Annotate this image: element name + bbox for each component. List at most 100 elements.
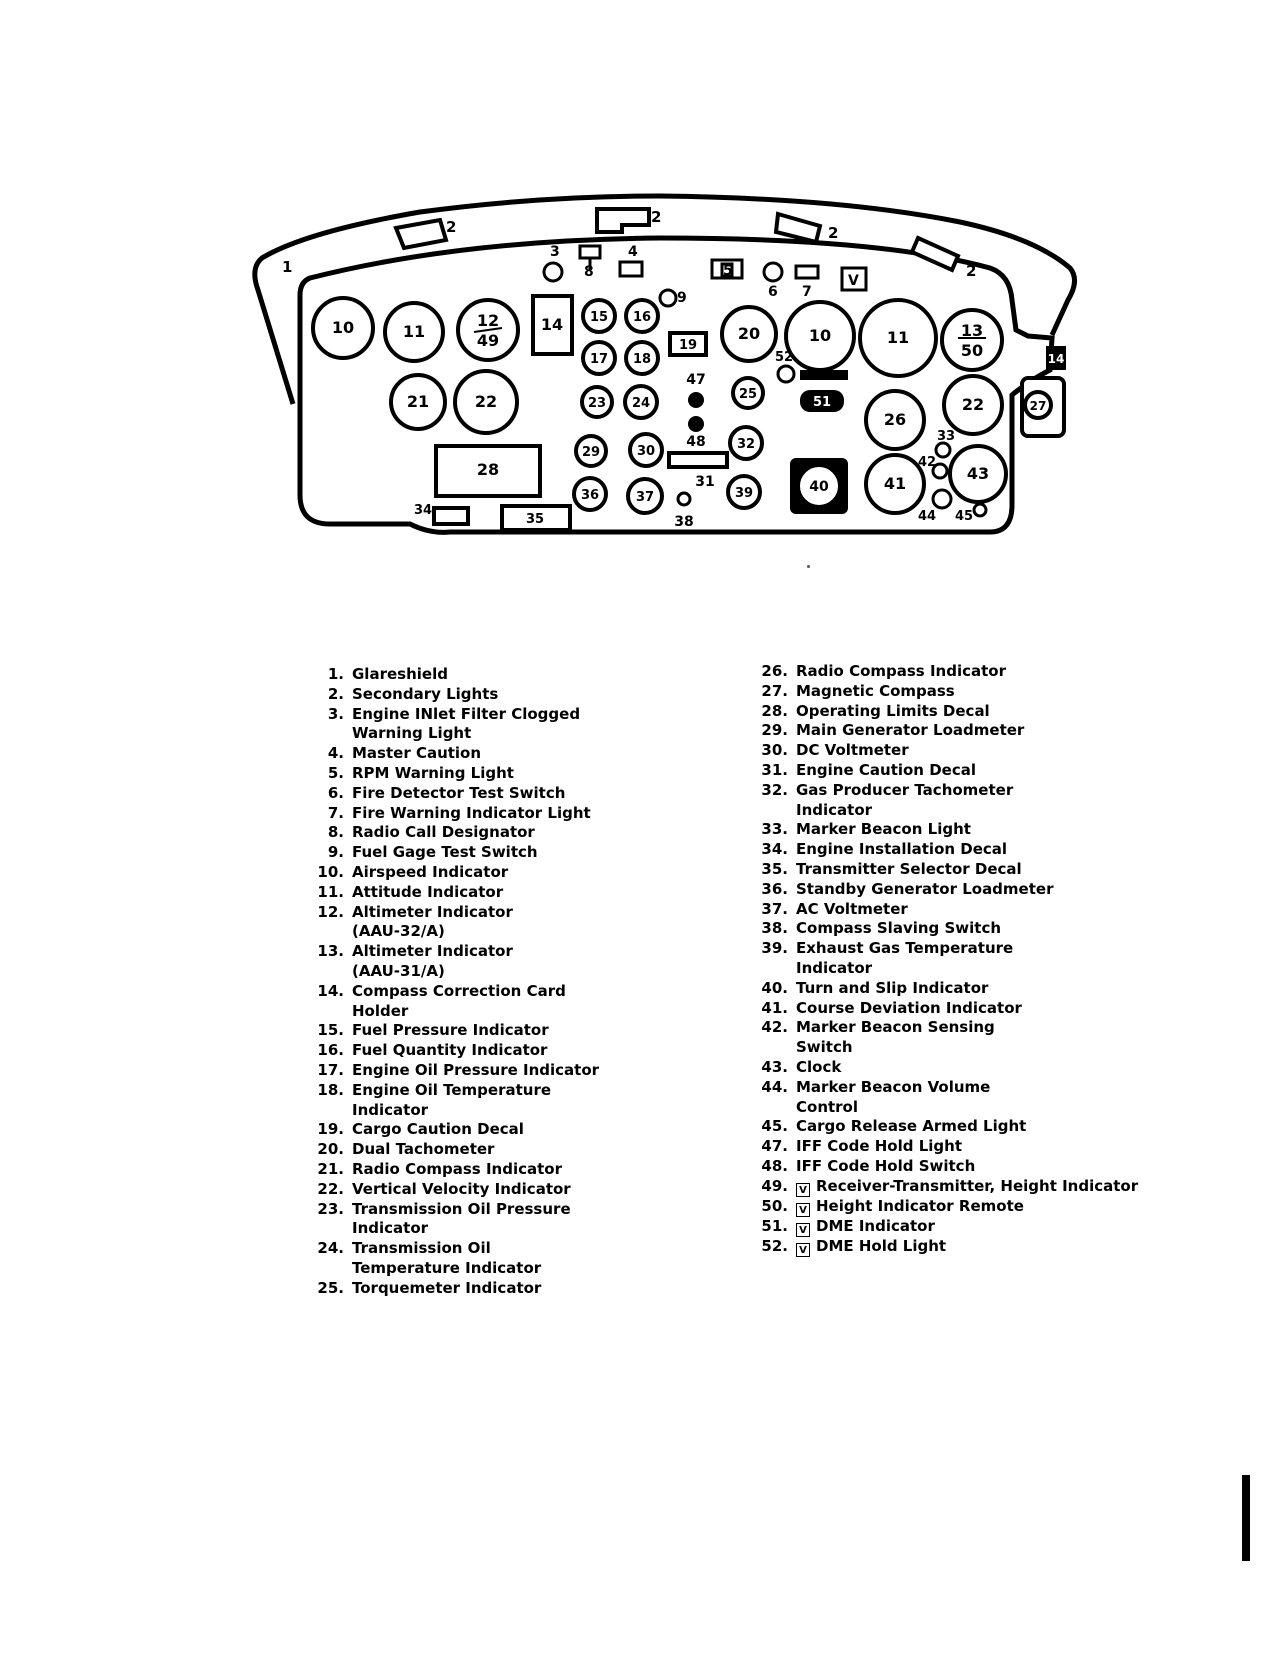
legend-line: Radio Compass Indicator [352, 1159, 562, 1178]
legend-number: 15. [317, 1021, 344, 1040]
legend-number: 43. [761, 1057, 788, 1076]
legend-line: Transmission Oil [352, 1239, 491, 1258]
label-51: 51 [813, 395, 831, 410]
iff-code-hold-light [688, 392, 704, 408]
legend-item: 4.Master Caution [300, 744, 720, 764]
legend-line: Radio Call Designator [352, 823, 535, 842]
label-18: 18 [633, 352, 651, 367]
legend-text: DC Voltmeter [796, 741, 909, 761]
legend-item: 25. Torquemeter Indicator [300, 1279, 720, 1299]
legend-number: 48. [761, 1156, 788, 1175]
callout-3: 3 [550, 244, 560, 260]
instrument-panel-diagram: 2 2 2 2 1 3 8 4 5 6 7 V 9 [252, 193, 1077, 535]
legend-item: 2.Secondary Lights [300, 685, 720, 705]
dme-indicator [800, 390, 844, 412]
legend-line: Altimeter Indicator [352, 902, 513, 921]
legend-line: Magnetic Compass [796, 681, 955, 700]
legend-item: 5.RPM Warning Light [300, 764, 720, 784]
legend-number: 34. [761, 840, 788, 859]
legend-item: 37.AC Voltmeter [744, 900, 1184, 920]
legend-line: DME Hold Light [816, 1236, 947, 1255]
callout-v: V [848, 273, 859, 289]
v-box [840, 266, 868, 292]
transmitter-selector-decal [500, 504, 572, 532]
callout-2b: 2 [651, 208, 661, 226]
legend-line: Airspeed Indicator [352, 862, 509, 881]
clock [948, 444, 1008, 504]
legend-item: 40.Turn and Slip Indicator [744, 979, 1184, 999]
legend-text: Fuel Gage Test Switch [352, 843, 538, 863]
label-25: 25 [739, 387, 757, 402]
legend-text: Standby Generator Loadmeter [796, 880, 1053, 900]
legend-line: Cargo Release Armed Light [796, 1117, 1027, 1136]
callout-35: 35 [526, 512, 544, 527]
legend-number: 25. [317, 1278, 344, 1297]
egt [726, 474, 762, 510]
marker-beacon-switch [931, 462, 949, 480]
label-13: 13 [961, 321, 983, 340]
filter-light [542, 261, 564, 283]
legend-item: 31.Engine Caution Decal [744, 761, 1184, 781]
callout-2a: 2 [446, 218, 456, 236]
legend-item: 19.Cargo Caution Decal [300, 1120, 720, 1140]
legend-text: IFF Code Hold Switch [796, 1157, 975, 1177]
legend-line: Fire Detector Test Switch [352, 783, 566, 802]
legend-line: Vertical Velocity Indicator [352, 1179, 571, 1198]
gp-tachometer [728, 425, 764, 461]
legend-line: (AAU-32/A) [352, 922, 445, 941]
legend-number: 12. [317, 902, 344, 921]
legend-item: 34.Engine Installation Decal [744, 840, 1184, 860]
cargo-caution-decal [668, 331, 708, 357]
legend-item: 1.Glareshield [300, 665, 720, 685]
legend-line: Indicator [352, 1219, 429, 1238]
label-10-left: 10 [332, 318, 354, 337]
legend-number: 45. [761, 1117, 788, 1136]
cdi [864, 453, 926, 515]
legend-number: 9. [327, 843, 344, 862]
legend-item: 38.Compass Slaving Switch [744, 919, 1184, 939]
label-40: 40 [809, 479, 829, 495]
label-36: 36 [581, 488, 599, 503]
callout-2c: 2 [828, 224, 838, 242]
legend-number: 18. [317, 1080, 344, 1099]
legend-text: Magnetic Compass [796, 682, 955, 702]
legend-text: Engine Oil Pressure Indicator [352, 1061, 599, 1081]
callout-7: 7 [802, 284, 812, 300]
marker-volume-control [931, 488, 953, 510]
callout-8: 8 [584, 264, 594, 280]
legend-number: 41. [761, 998, 788, 1017]
legend-line: Attitude Indicator [352, 882, 504, 901]
legend-line: Transmitter Selector Decal [796, 859, 1022, 878]
legend-item: 27.Magnetic Compass [744, 682, 1184, 702]
v-box-icon: V [796, 1222, 810, 1237]
legend-text: Clock [796, 1058, 841, 1078]
legend-item: 16.Fuel Quantity Indicator [300, 1041, 720, 1061]
magnetic-compass [1023, 390, 1053, 420]
gen-loadmeter [574, 434, 608, 468]
page-edge-mark [1242, 1475, 1250, 1561]
legend-line: Compass Correction Card [352, 981, 566, 1000]
legend-text: IFF Code Hold Light [796, 1137, 962, 1157]
legend-item: 48. IFF Code Hold Switch [744, 1157, 1184, 1177]
legend-line: Torquemeter Indicator [352, 1278, 542, 1297]
callout-42: 42 [918, 455, 936, 470]
legend-line: Fuel Quantity Indicator [352, 1041, 548, 1060]
label-14-right: 14 [1048, 352, 1065, 366]
label-37: 37 [636, 490, 654, 505]
legend-line: Control [796, 1097, 859, 1116]
legend-item: 35.Transmitter Selector Decal [744, 860, 1184, 880]
legend-text: Altimeter Indicator(AAU-31/A) [352, 942, 513, 982]
compass-slaving-switch [676, 491, 692, 507]
radio-call-designator [578, 244, 602, 260]
label-10-right: 10 [809, 326, 831, 345]
fuel-test-switch [658, 288, 678, 308]
legend-number: 32. [761, 780, 788, 799]
legend-line: Fire Warning Indicator Light [352, 803, 591, 822]
callout-4: 4 [628, 244, 638, 260]
operating-limits-decal [434, 444, 542, 498]
